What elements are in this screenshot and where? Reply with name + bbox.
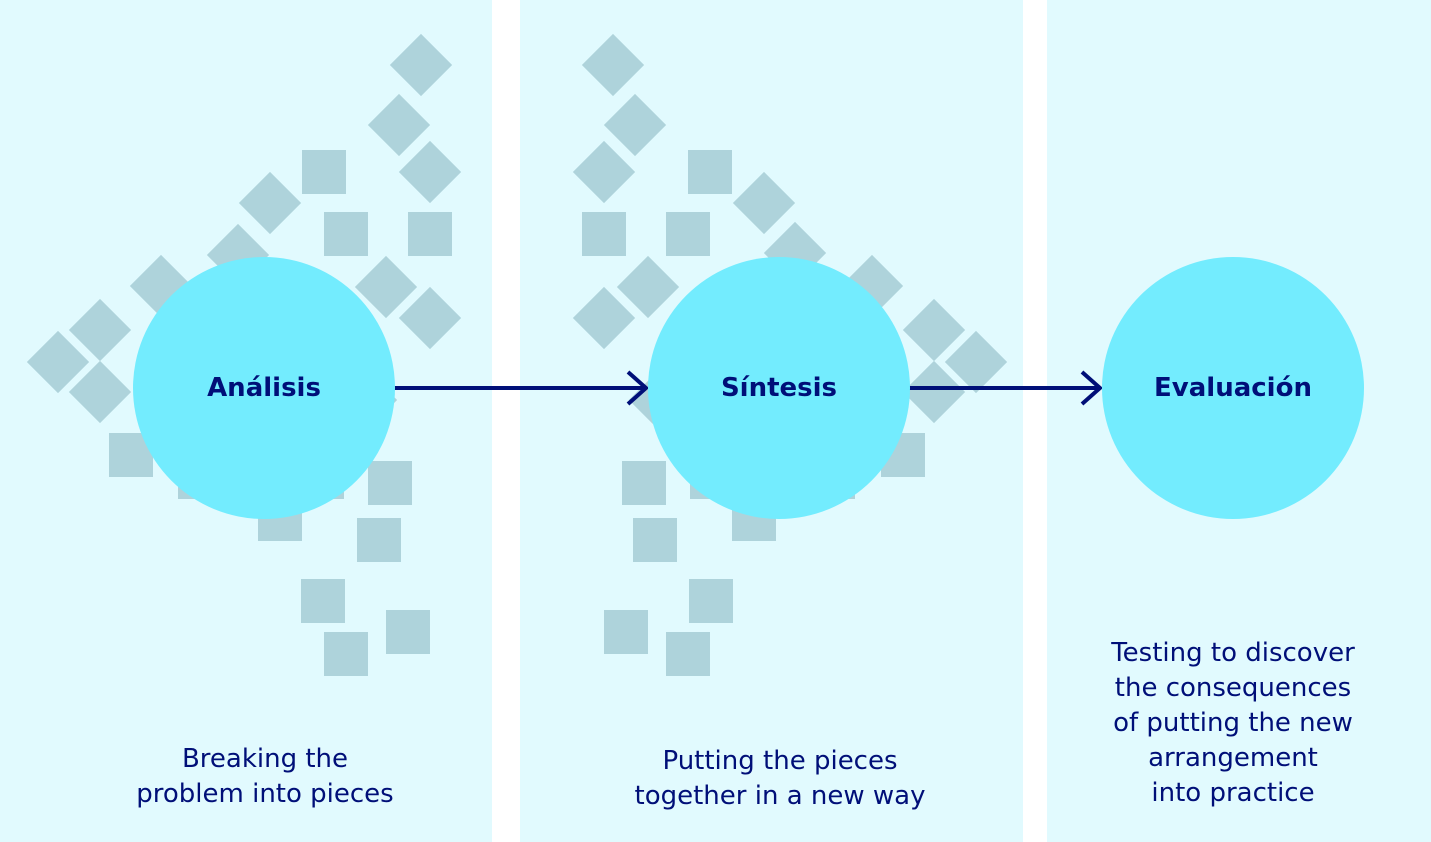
stage-circle-evaluation: Evaluación (1102, 257, 1364, 519)
square-piece (386, 610, 430, 654)
square-piece (688, 150, 732, 194)
square-piece (689, 579, 733, 623)
stage-circle-synthesis: Síntesis (648, 257, 910, 519)
square-piece (324, 632, 368, 676)
square-piece (408, 212, 452, 256)
square-piece (666, 632, 710, 676)
arrowhead-icon (626, 370, 650, 406)
square-piece (302, 150, 346, 194)
stage-title: Síntesis (720, 373, 838, 403)
square-piece (666, 212, 710, 256)
square-piece (604, 610, 648, 654)
stage-description: Breaking the problem into pieces (136, 744, 394, 809)
stage-description: Testing to discover the consequences of … (1111, 638, 1355, 808)
square-piece (622, 461, 666, 505)
square-piece (368, 461, 412, 505)
square-piece (582, 212, 626, 256)
square-piece (633, 518, 677, 562)
stage-description: Putting the pieces together in a new way (634, 746, 926, 811)
square-piece (324, 212, 368, 256)
stage-title: Evaluación (1154, 373, 1312, 403)
stage-circle-analysis: Análisis (133, 257, 395, 519)
arrowhead-icon (1080, 370, 1104, 406)
stage-title: Análisis (207, 373, 321, 403)
square-piece (357, 518, 401, 562)
square-piece (301, 579, 345, 623)
